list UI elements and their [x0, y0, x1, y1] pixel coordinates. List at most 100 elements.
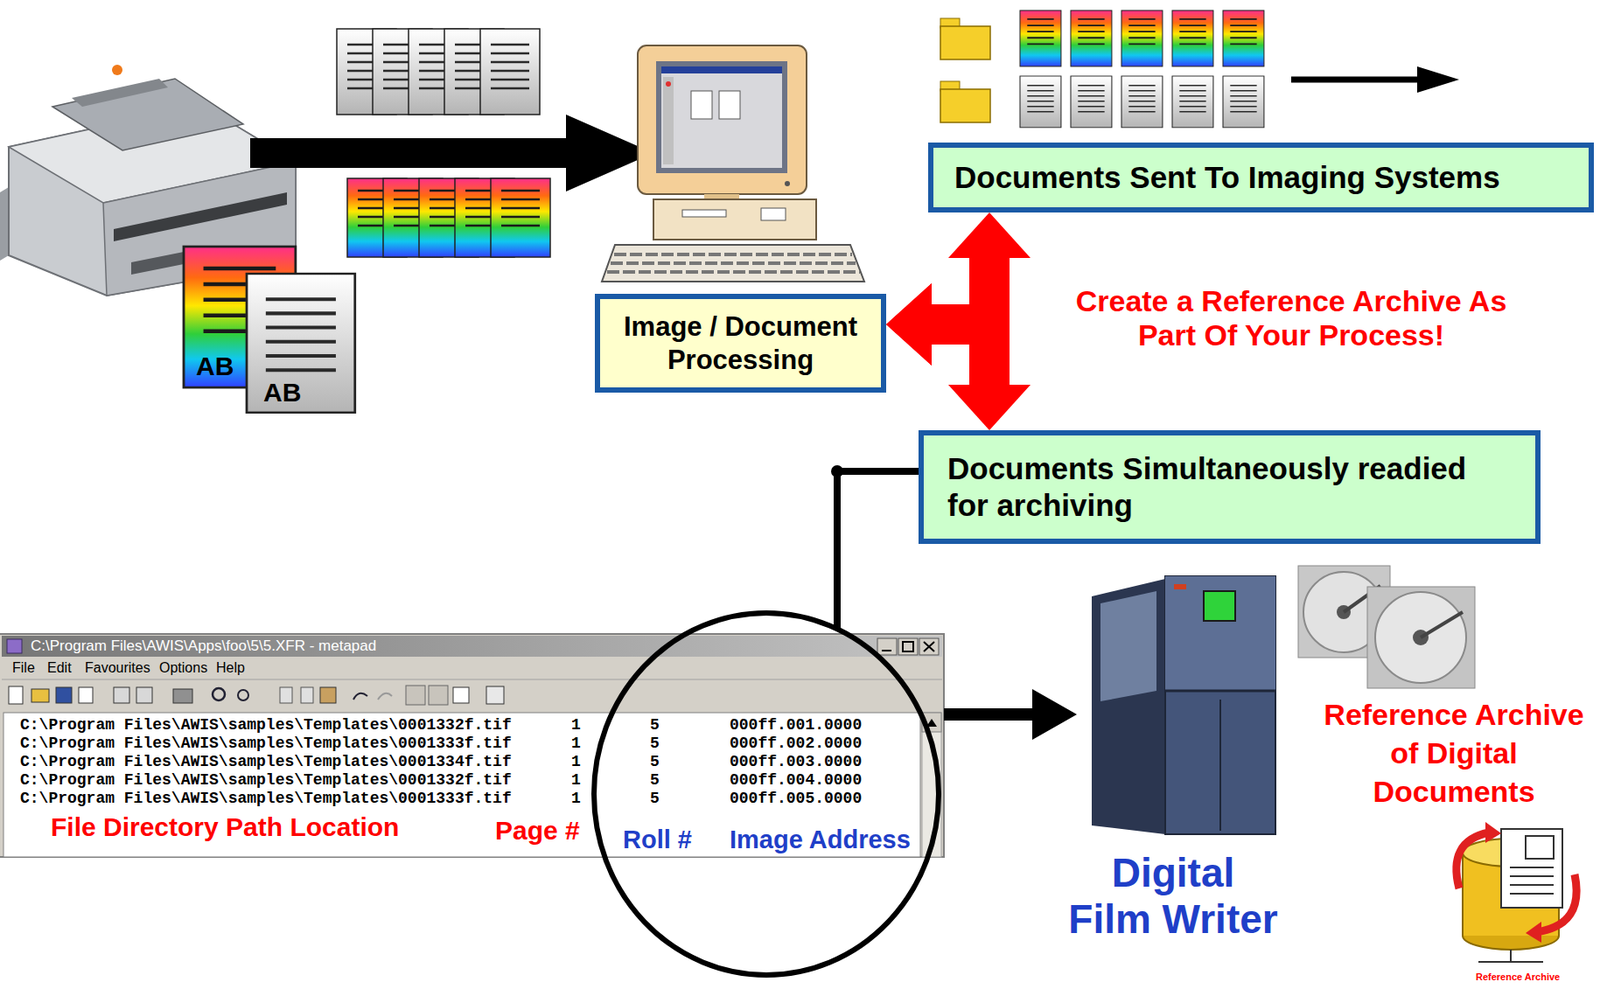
- mono-page: [1121, 76, 1163, 128]
- callout-ring-outline: [593, 613, 939, 976]
- mono-page: [1070, 76, 1112, 128]
- table-cell: C:\Program Files\AWIS\samples\Templates\…: [20, 753, 512, 772]
- toolbar-icon: [173, 689, 193, 704]
- flow-arrow: [250, 114, 654, 192]
- screen-titlebar: [661, 66, 783, 74]
- disk-photo: [1367, 586, 1475, 689]
- menu-item: Options: [159, 658, 208, 678]
- menu-divider: [1, 679, 943, 681]
- table-cell: 1: [571, 753, 581, 772]
- menu-item: Favourites: [84, 658, 151, 678]
- keyboard: [601, 244, 865, 282]
- power-led: [784, 181, 790, 187]
- callout-text: Image Address: [729, 825, 911, 855]
- table-cell: 5: [649, 734, 660, 754]
- toolbar-icon: [428, 685, 448, 706]
- toolbar-icon: [8, 686, 23, 705]
- window-frame: [0, 634, 944, 858]
- scanner-slot: [113, 192, 287, 242]
- toolbar-icon: [320, 687, 336, 704]
- column-note: Page #: [495, 816, 580, 846]
- column-note: File Directory Path Location: [50, 812, 399, 843]
- screen-icon: [665, 81, 671, 87]
- menu-item: Help: [216, 658, 245, 678]
- toolbar-icon: [353, 693, 368, 700]
- flow-arrow-shaft: [1291, 76, 1421, 84]
- scanner-side: [0, 187, 9, 261]
- writer-seam: [1219, 699, 1222, 832]
- toolbar-icon: [279, 687, 293, 704]
- table-cell: 1: [571, 771, 581, 790]
- color-page: [490, 178, 551, 258]
- archive-document: [1525, 836, 1554, 860]
- screen-thumbnail: [691, 90, 713, 119]
- page-letters: AB: [263, 377, 301, 408]
- archive-arrow: [1456, 832, 1489, 889]
- writer-screen: [1203, 591, 1236, 622]
- callout-text: Create a Reference Archive As Part Of Yo…: [1063, 284, 1519, 353]
- table-cell: 1: [571, 716, 581, 735]
- writer-front: [1165, 576, 1276, 835]
- toolbar-icon: [136, 687, 153, 704]
- box-text: Documents Simultaneously readied for arc…: [947, 450, 1486, 525]
- folder: [940, 89, 991, 123]
- junction-dot: [831, 465, 844, 478]
- window-title: C:\Program Files\AWIS\Apps\foo\5\5.XFR -…: [30, 635, 377, 657]
- screen-thumbnail: [719, 90, 741, 119]
- writer-badge: [1173, 584, 1187, 590]
- toolbar-icon: [300, 687, 314, 704]
- folder: [940, 26, 991, 60]
- table-cell: 5: [649, 716, 660, 735]
- toolbar-icon: [377, 693, 392, 700]
- drive-bay: [761, 208, 786, 221]
- box-text: Image / Document Processing: [615, 310, 866, 376]
- disk-platter: [1375, 592, 1467, 684]
- toolbar-icon: [486, 686, 504, 705]
- table-cell: 1: [571, 734, 581, 754]
- color-page: [1020, 10, 1062, 67]
- device-caption: Digital Film Writer: [1068, 850, 1279, 944]
- table-cell: C:\Program Files\AWIS\samples\Templates\…: [20, 734, 512, 754]
- box-text: Documents Sent To Imaging Systems: [954, 159, 1532, 196]
- window-titlebar: [1, 635, 943, 657]
- table-cell: 5: [649, 771, 660, 790]
- writer-side: [1091, 579, 1166, 835]
- archive-arrow: [1525, 922, 1542, 944]
- window-button: [919, 638, 939, 656]
- color-page: [1172, 10, 1214, 67]
- writer-panel: [1100, 591, 1157, 702]
- flow-arrow-head: [1417, 66, 1460, 93]
- writer-seam: [1165, 690, 1276, 693]
- toolbar-icon: [405, 685, 426, 706]
- toolbar-icon: [237, 690, 249, 701]
- table-cell: 1: [571, 789, 581, 809]
- flow-arrow: [943, 689, 1077, 741]
- table-cell: C:\Program Files\AWIS\samples\Templates\…: [20, 716, 512, 735]
- minimize-glyph: [881, 649, 892, 652]
- maximize-glyph: [902, 642, 914, 652]
- toolbar-icon: [31, 689, 49, 703]
- disk-arm: [1420, 612, 1463, 638]
- archive-network: [1478, 950, 1544, 963]
- archive-document: [1509, 867, 1554, 895]
- mono-page: [1020, 76, 1062, 128]
- menu-item: File: [12, 658, 35, 678]
- keyboard-keys: [607, 254, 860, 273]
- text-area: [3, 712, 921, 858]
- mono-page: [480, 28, 540, 115]
- connector: [837, 471, 919, 629]
- writer-upper: [1165, 576, 1276, 691]
- connector: [931, 324, 990, 385]
- close-glyph: [923, 642, 935, 652]
- color-page: [1222, 10, 1265, 67]
- process-box: Image / Document Processing: [594, 293, 887, 393]
- toolbar-icon: [78, 687, 93, 704]
- toolbar-icon: [113, 687, 130, 704]
- process-box: Documents Simultaneously readied for arc…: [918, 430, 1541, 545]
- screen-window: [661, 66, 783, 168]
- table-cell: C:\Program Files\AWIS\samples\Templates\…: [20, 771, 512, 790]
- table-cell: 000ff.003.0000: [729, 753, 862, 772]
- table-cell: 5: [649, 753, 660, 772]
- menu-item: Edit: [47, 658, 72, 678]
